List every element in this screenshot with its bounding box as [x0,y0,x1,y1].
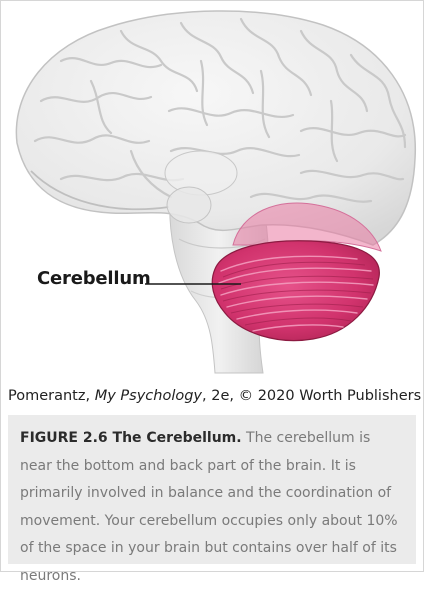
cerebrum [15,10,416,246]
credit-author: Pomerantz, [8,388,95,404]
image-credit: Pomerantz, My Psychology, 2e, © 2020 Wor… [8,388,421,404]
figure-caption: FIGURE 2.6 The Cerebellum. The cerebellu… [8,415,416,584]
caption-title: FIGURE 2.6 The Cerebellum. [20,430,242,446]
credit-book-title: My Psychology [94,388,203,404]
cerebellum-label: Cerebellum [37,268,151,289]
midbrain [164,150,238,224]
cerebellum [211,202,382,342]
caption-body: The cerebellum is near the bottom and ba… [20,430,398,584]
credit-rest: , 2e, © 2020 Worth Publishers [202,388,422,404]
brain-illustration [15,10,416,374]
